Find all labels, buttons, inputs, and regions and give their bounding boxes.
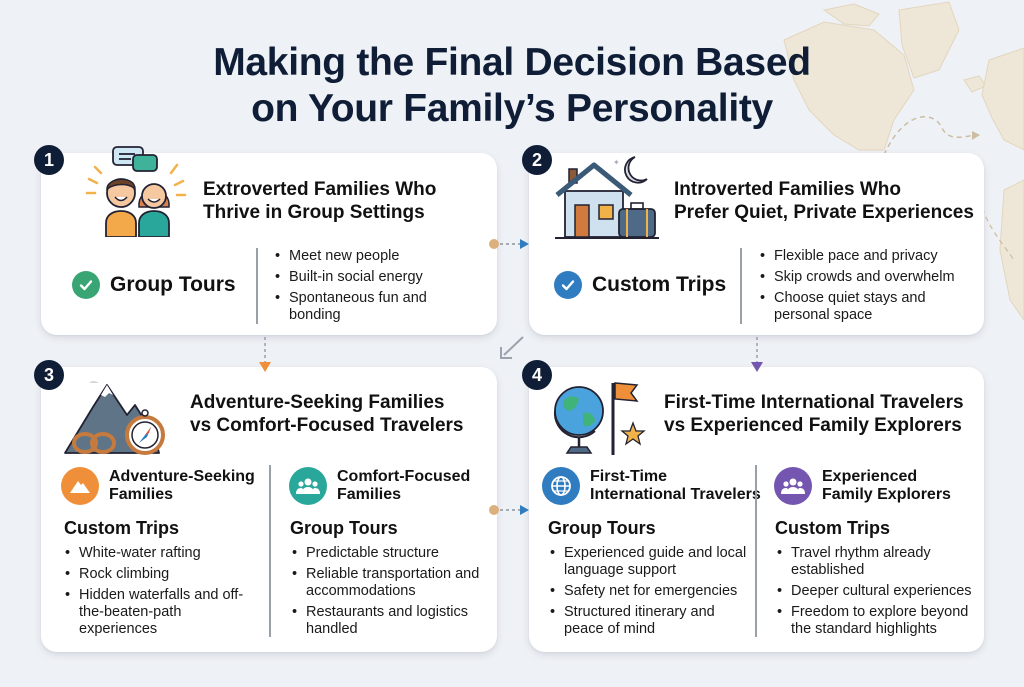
column-adventure-seeking-heading: Adventure-Seeking Families <box>61 467 255 505</box>
card-title: Extroverted Families Who Thrive in Group… <box>203 179 437 223</box>
mountain-icon <box>61 467 99 505</box>
divider <box>256 248 258 324</box>
card-introverted: ✦ Introverted Families Who Prefer Quiet,… <box>529 153 984 335</box>
globe-flag-star-icon <box>553 382 646 455</box>
benefit-list: White-water rafting Rock climbing Hidden… <box>63 545 263 642</box>
recommendation-label: Group Tours <box>548 518 656 538</box>
recommendation-custom-trips: Custom Trips <box>554 271 726 299</box>
card-firsttime-vs-experienced: First-Time International Travelers vs Ex… <box>529 367 984 652</box>
divider <box>269 465 271 637</box>
mountain-rope-compass-icon <box>64 381 165 455</box>
card-title: First-Time International Travelers vs Ex… <box>664 392 964 436</box>
recommendation-label: Custom Trips <box>64 518 180 538</box>
house-moon-suitcase-icon: ✦ <box>555 156 659 239</box>
recommendation-group-tours: Group Tours <box>72 271 236 299</box>
recommendation-label: Group Tours <box>290 518 398 538</box>
benefit-list: Flexible pace and privacy Skip crowds an… <box>758 248 968 328</box>
step-badge-4: 4 <box>522 360 552 390</box>
page-title: Making the Final Decision Based on Your … <box>213 41 811 130</box>
step-badge-2: 2 <box>522 145 552 175</box>
step-badge-3: 3 <box>34 360 64 390</box>
divider <box>755 465 757 637</box>
benefit-list: Predictable structure Reliable transport… <box>290 545 490 642</box>
column-first-time-heading: First-Time International Travelers <box>542 467 761 505</box>
recommendation-label: Custom Trips <box>775 518 891 538</box>
divider <box>740 248 742 324</box>
step-badge-1: 1 <box>34 145 64 175</box>
group-icon <box>289 467 327 505</box>
column-experienced-heading: Experienced Family Explorers <box>774 467 951 505</box>
card-extroverted: Extroverted Families Who Thrive in Group… <box>41 146 497 335</box>
check-circle-icon <box>554 271 582 299</box>
svg-text:✦: ✦ <box>613 158 620 167</box>
benefit-list: Experienced guide and local language sup… <box>548 545 753 642</box>
happy-people-chatting-icon <box>85 146 187 237</box>
benefit-list: Meet new people Built-in social energy S… <box>273 248 473 328</box>
card-title: Adventure-Seeking Families vs Comfort-Fo… <box>190 392 464 436</box>
column-comfort-focused-heading: Comfort-Focused Families <box>289 467 470 505</box>
globe-icon <box>542 467 580 505</box>
card-title: Introverted Families Who Prefer Quiet, P… <box>674 179 974 223</box>
world-map-background <box>783 1 1024 321</box>
card-adventure-vs-comfort: Adventure-Seeking Families vs Comfort-Fo… <box>41 367 497 652</box>
group-icon <box>774 467 812 505</box>
benefit-list: Travel rhythm already established Deeper… <box>775 545 975 642</box>
check-circle-icon <box>72 271 100 299</box>
